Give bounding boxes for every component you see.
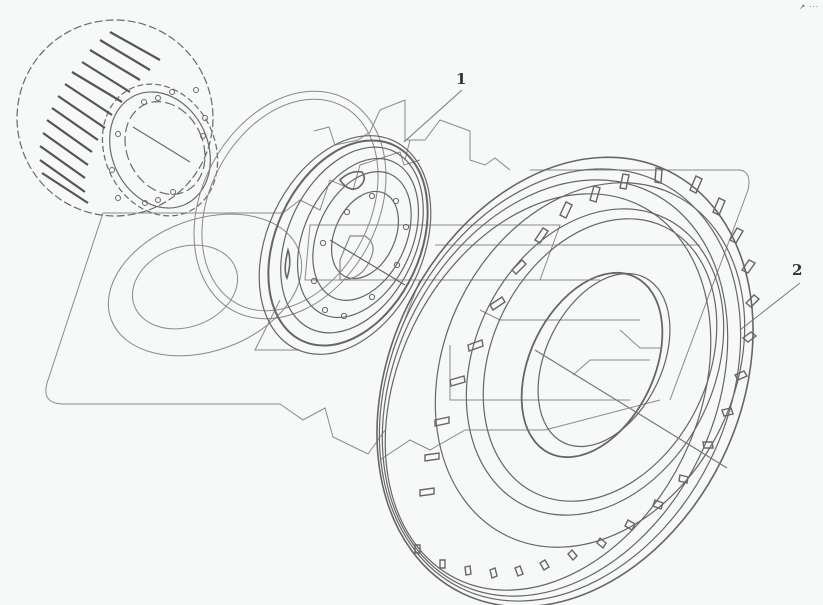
corner-mark: ↗ ···: [799, 3, 819, 11]
callout-1: 1: [456, 70, 467, 88]
leader-lines: [403, 89, 801, 331]
leader-line-2: [739, 282, 801, 331]
wheel-rim: [258, 135, 432, 355]
callout-2: 2: [792, 261, 803, 279]
brake-drum: [16, 19, 219, 217]
leader-line-1: [403, 89, 463, 143]
backing-plate: [193, 90, 387, 320]
tire: [376, 156, 761, 605]
